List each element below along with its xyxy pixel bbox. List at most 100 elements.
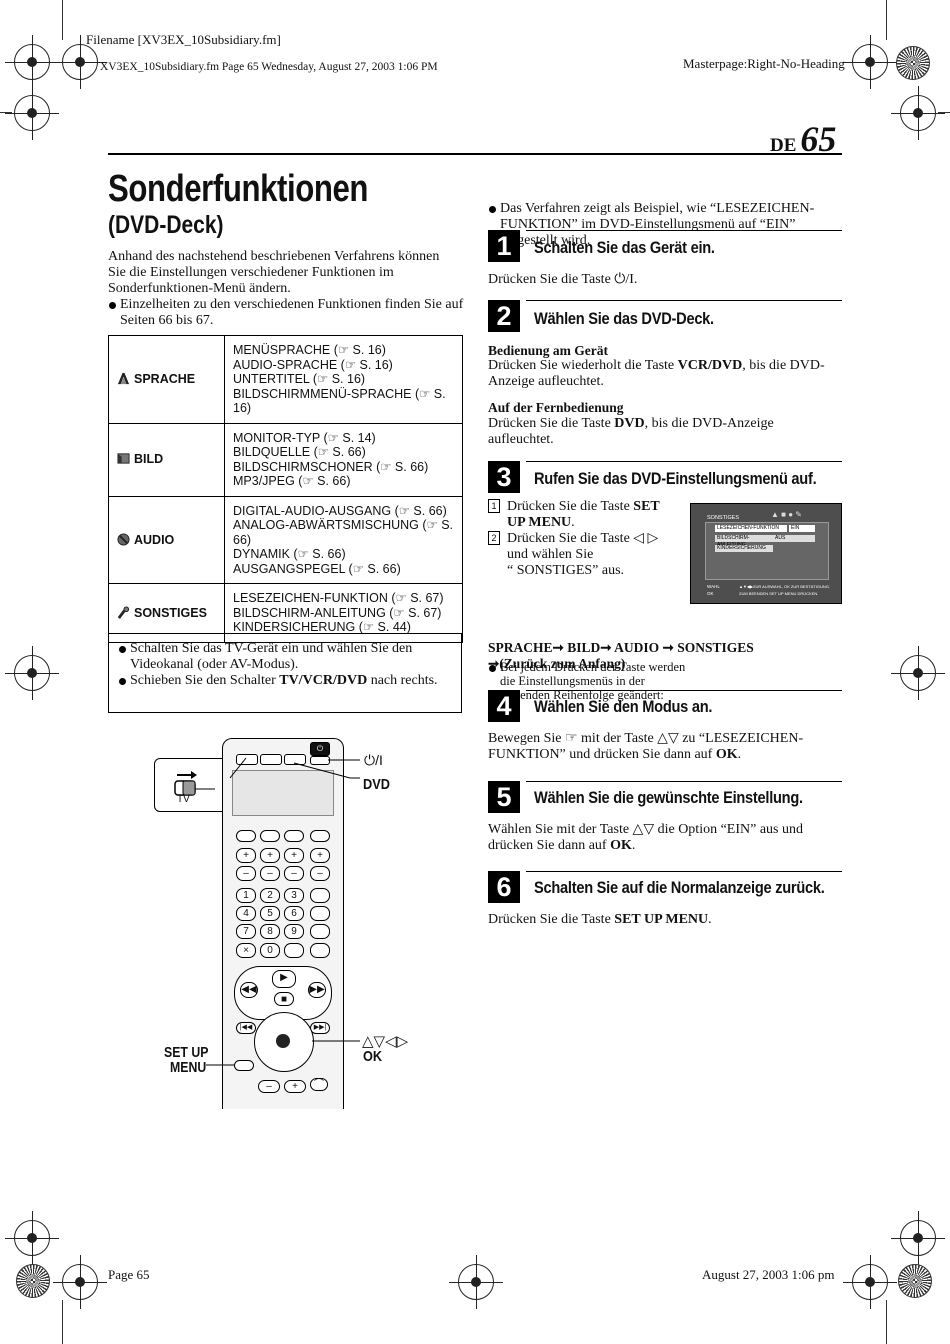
osd-tab-icons: ▲ ■ ● ✎	[771, 510, 802, 519]
table-row: SPRACHE MENÜSPRACHE (☞ S. 16)AUDIO-SPRAC…	[108, 335, 463, 424]
osd-tab-label: SONSTIGES	[707, 515, 740, 521]
color-rosette	[898, 1264, 932, 1298]
example-note: Das Verfahren zeigt als Beispiel, wie “L…	[488, 201, 845, 249]
ok-center-button[interactable]	[276, 1034, 290, 1048]
osd-footer-left-1: WAHL	[707, 584, 720, 589]
registration-mark	[5, 646, 59, 700]
number-button[interactable]: 7	[236, 924, 256, 939]
power-button[interactable]: ⏻	[310, 742, 330, 756]
vcr-button[interactable]	[260, 754, 282, 765]
number-button[interactable]: 9	[284, 924, 304, 939]
play-button[interactable]: ▶	[272, 970, 296, 988]
func-button[interactable]	[284, 830, 304, 842]
bild-icon	[117, 453, 130, 464]
tv-vcr-dvd-switch[interactable]	[236, 754, 258, 765]
func-button[interactable]	[310, 888, 330, 903]
step4-text: Bewegen Sie ☞ mit der Taste △▽ zu “LESEZ…	[488, 731, 804, 762]
number-button[interactable]: 0	[260, 943, 280, 958]
stop-button[interactable]: ■	[274, 992, 294, 1006]
menu-items-audio: DIGITAL-AUDIO-AUSGANG (☞ S. 66)ANALOG-AB…	[224, 495, 463, 584]
number-button[interactable]: 5	[260, 906, 280, 921]
rewind-button[interactable]: ◀◀	[240, 982, 258, 998]
dvd-button[interactable]	[284, 754, 306, 765]
prep-bullet-2: Schieben Sie den Schalter TV/VCR/DVD nac…	[118, 673, 460, 689]
func-button[interactable]	[310, 906, 330, 921]
number-button[interactable]: 8	[260, 924, 280, 939]
plus-button[interactable]: +	[260, 848, 280, 863]
step-rule	[526, 300, 842, 301]
step1-text: Drücken Sie die Taste ⏻/I.	[488, 272, 638, 287]
wrench-icon	[117, 605, 130, 619]
func-button[interactable]	[236, 830, 256, 842]
step3-substep-1: 1 Drücken Sie die Taste SET UP MENU.	[488, 499, 678, 530]
menu-sequence: SPRACHE➞ BILD➞ AUDIO ➞ SONSTIGES ➞(Zurüc…	[488, 640, 754, 671]
setup-label-line2: MENU	[170, 1059, 207, 1076]
step-number-2: 2	[488, 300, 520, 332]
step-number-1: 1	[488, 230, 520, 262]
osd-footer-left-2: OK	[707, 591, 714, 596]
minus-button[interactable]: –	[260, 866, 280, 881]
plus-button[interactable]: +	[236, 848, 256, 863]
menu-items-bild: MONITOR-TYP (☞ S. 14)BILDQUELLE (☞ S. 66…	[224, 422, 463, 497]
color-rosette	[896, 46, 930, 80]
filename-header: Filename [XV3EX_10Subsidiary.fm]	[86, 32, 281, 47]
tv-switch-inset: TV	[154, 758, 232, 812]
ffwd-button[interactable]: ▶▶	[308, 982, 326, 998]
func-button[interactable]	[260, 830, 280, 842]
intro-bullet: Einzelheiten zu den verschiedenen Funkti…	[108, 297, 465, 329]
number-button[interactable]: 3	[284, 888, 304, 903]
skip-fwd-button[interactable]: ▶▶|	[310, 1022, 330, 1034]
return-button[interactable]: ⌒	[310, 1078, 328, 1091]
arrows-label: △▽◁▷	[362, 1033, 409, 1050]
step-number-5: 5	[488, 781, 520, 813]
page-number-block: DE 65	[770, 118, 836, 160]
menu-items-sprache: MENÜSPRACHE (☞ S. 16)AUDIO-SPRACHE (☞ S.…	[224, 335, 463, 424]
lang-code: DE	[770, 135, 797, 156]
intro-text: Anhand des nachstehend beschriebenen Ver…	[108, 249, 440, 296]
step-title-2: Wählen Sie das DVD-Deck.	[534, 309, 714, 328]
plus-button[interactable]: +	[310, 848, 330, 863]
registration-mark	[449, 1255, 503, 1309]
substep-number: 1	[488, 499, 500, 513]
step-title-6: Schalten Sie auf die Normalanzeige zurüc…	[534, 878, 825, 897]
func-button[interactable]	[310, 924, 330, 939]
step-number-6: 6	[488, 871, 520, 903]
skip-back-button[interactable]: |◀◀	[236, 1022, 256, 1034]
step2-heading-device: Bedienung am Gerät	[488, 343, 608, 358]
registration-mark	[891, 1211, 945, 1265]
minus-button[interactable]: –	[310, 866, 330, 881]
func-button[interactable]	[310, 943, 330, 958]
plus-button[interactable]: +	[284, 1080, 306, 1093]
fileinfo-header: XV3EX_10Subsidiary.fm Page 65 Wednesday,…	[100, 61, 438, 73]
minus-button[interactable]: –	[258, 1080, 280, 1093]
audio-icon	[117, 532, 130, 546]
number-button[interactable]: 4	[236, 906, 256, 921]
osd-row-1-value: EIN	[789, 525, 815, 532]
power-label: ⏻/I	[364, 752, 383, 768]
pointer-icon: ☞	[564, 731, 578, 746]
registration-mark	[5, 1211, 59, 1265]
plus-button[interactable]: +	[284, 848, 304, 863]
osd-footer-right-2: ZUM BEENDEN SET UP MENU DRÜCKEN.	[739, 591, 819, 596]
step-title-4: Wählen Sie den Modus an.	[534, 697, 713, 716]
registration-mark	[843, 1255, 897, 1309]
minus-button[interactable]: –	[236, 866, 256, 881]
step6-text: Drücken Sie die Taste SET UP MENU.	[488, 912, 712, 927]
number-button[interactable]: 6	[284, 906, 304, 921]
registration-mark	[5, 86, 59, 140]
osd-row-3: KINDERSICHERUNG	[715, 545, 773, 552]
registration-mark	[843, 35, 897, 89]
func-button[interactable]	[310, 830, 330, 842]
remote-display-window	[232, 770, 334, 816]
number-button[interactable]: 1	[236, 888, 256, 903]
switch-icon	[174, 771, 215, 796]
callout-lines	[206, 757, 360, 1066]
menu-category-audio: AUDIO	[108, 495, 225, 584]
func-button[interactable]	[284, 943, 304, 958]
menu-category-sonstiges: SONSTIGES	[108, 583, 225, 643]
cancel-button[interactable]: ×	[236, 943, 256, 958]
setup-menu-button[interactable]	[234, 1060, 254, 1071]
minus-button[interactable]: –	[284, 866, 304, 881]
table-row: SONSTIGES LESEZEICHEN-FUNKTION (☞ S. 67)…	[108, 583, 463, 643]
number-button[interactable]: 2	[260, 888, 280, 903]
